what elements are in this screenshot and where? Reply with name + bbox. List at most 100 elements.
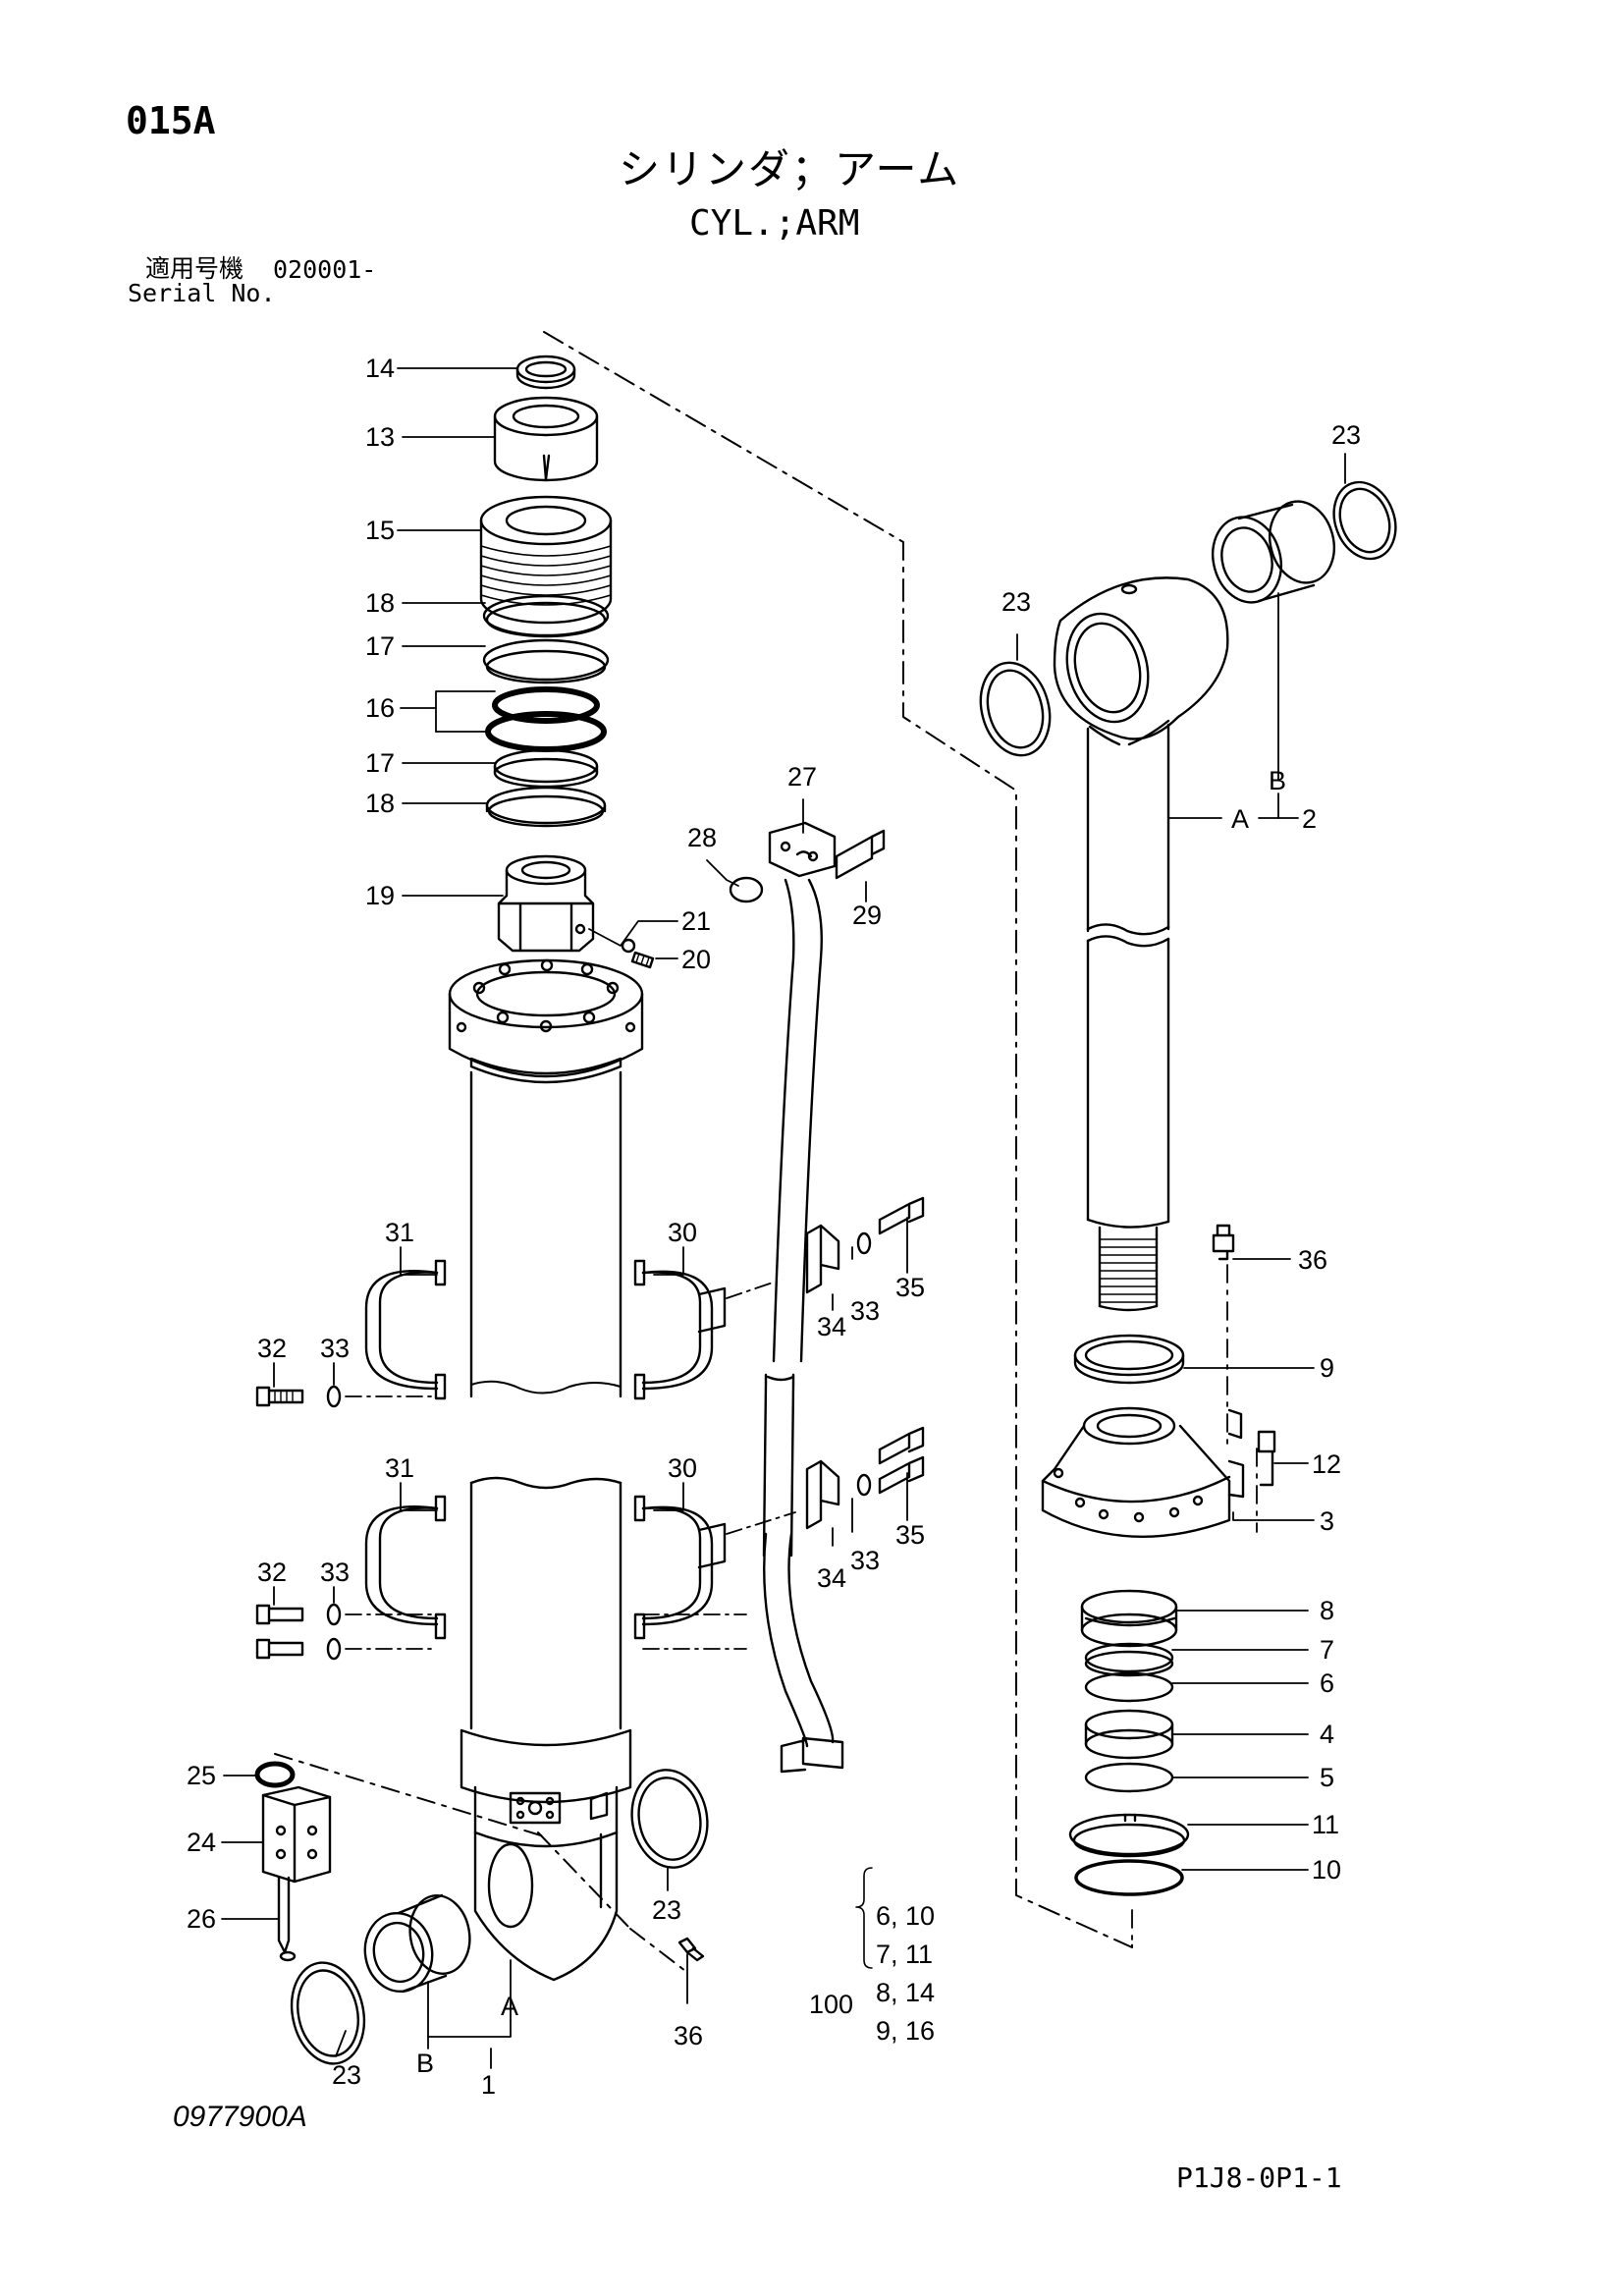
page-code: 015A xyxy=(126,99,216,142)
leader-lines xyxy=(221,367,1346,2069)
grease-fitting-36-right xyxy=(1212,1224,1235,1261)
title-japanese: シリンダ；アーム xyxy=(619,146,961,192)
washers-33-lower xyxy=(326,1603,342,1661)
dust-seal-14 xyxy=(515,355,576,390)
cylinder-head-15 xyxy=(479,495,613,625)
bolts-32-lower xyxy=(255,1604,304,1660)
seal-16 xyxy=(485,686,607,752)
bushing-right xyxy=(1212,500,1335,604)
clamp-band-30-lower xyxy=(633,1495,727,1640)
clamp-band-31-lower xyxy=(364,1495,447,1640)
oring-23-top-right xyxy=(1332,480,1397,561)
callout-35-upper: 35 xyxy=(895,1273,925,1302)
kit-row-4: 9, 16 xyxy=(876,2016,935,2046)
callout-1: 1 xyxy=(481,2070,496,2100)
callout-7: 7 xyxy=(1320,1635,1334,1665)
callout-24: 24 xyxy=(187,1828,216,1857)
callout-23-top-right: 23 xyxy=(1331,420,1361,450)
ring-17-upper xyxy=(482,638,610,684)
clamp-band-31-upper xyxy=(364,1259,447,1400)
callout-29: 29 xyxy=(852,901,882,930)
bolts-35 xyxy=(878,1196,925,1495)
callout-23-rod-left: 23 xyxy=(1001,587,1031,617)
callout-16: 16 xyxy=(365,693,395,723)
callout-28: 28 xyxy=(687,823,717,852)
ring-7 xyxy=(1084,1642,1174,1677)
callout-19: 19 xyxy=(365,881,395,910)
ring-9 xyxy=(1073,1334,1185,1385)
callout-36-right: 36 xyxy=(1298,1245,1327,1275)
rod-group-boundary xyxy=(543,331,1133,1948)
ring-18-upper xyxy=(482,594,610,638)
block-24 xyxy=(261,1785,332,1884)
callout-33-pipe-upper: 33 xyxy=(850,1296,880,1326)
callout-33-lower: 33 xyxy=(320,1558,350,1587)
ball-21 xyxy=(621,938,636,954)
callout-18-upper: 18 xyxy=(365,588,395,618)
callout-18-lower: 18 xyxy=(365,789,395,818)
callout-13: 13 xyxy=(365,422,395,452)
bolt-12 xyxy=(1257,1430,1276,1487)
serial-label-english: Serial No. xyxy=(128,279,276,307)
callout-32-upper: 32 xyxy=(257,1334,287,1363)
callout-3: 3 xyxy=(1320,1506,1334,1536)
rod-eye-2 xyxy=(1053,576,1229,1312)
seal-13 xyxy=(493,396,599,482)
page-reference: P1J8-0P1-1 xyxy=(1176,2161,1342,2194)
bolt-26 xyxy=(277,1876,297,1962)
callout-36-left: 36 xyxy=(674,2021,703,2050)
callout-12: 12 xyxy=(1312,1449,1341,1479)
callout-25: 25 xyxy=(187,1761,216,1790)
callout-17-upper: 17 xyxy=(365,631,395,661)
set-screw-20 xyxy=(630,951,655,969)
callout-33-upper: 33 xyxy=(320,1334,350,1363)
ring-18-lower xyxy=(485,786,607,828)
callout-30-lower: 30 xyxy=(668,1453,697,1483)
port-block-boundary xyxy=(274,1753,690,1975)
callout-B-right: B xyxy=(1269,766,1286,795)
cylinder-tube-upper xyxy=(448,958,644,1398)
callout-15: 15 xyxy=(365,516,395,545)
seal-8 xyxy=(1080,1589,1178,1648)
nut-19 xyxy=(497,854,595,953)
callout-A-left: A xyxy=(501,1992,518,2021)
callout-11: 11 xyxy=(1312,1810,1339,1839)
pipe-27 xyxy=(762,821,844,1774)
drawing-number: 0977900A xyxy=(173,2101,307,2133)
callout-21: 21 xyxy=(681,906,711,936)
bolt-29 xyxy=(835,829,886,880)
callout-8: 8 xyxy=(1320,1596,1334,1625)
callout-31-upper: 31 xyxy=(385,1218,414,1247)
callout-20: 20 xyxy=(681,945,711,974)
callout-23-middle: 23 xyxy=(652,1895,681,1925)
ring-11 xyxy=(1068,1813,1190,1858)
oring-23-mid xyxy=(630,1769,709,1869)
callout-labels: 14 13 15 18 17 16 17 18 19 21 20 27 28 2… xyxy=(187,354,1361,2100)
kit-row-1: 6, 10 xyxy=(876,1901,935,1931)
oring-25 xyxy=(254,1761,296,1788)
clamp-centerlines-lower xyxy=(345,1511,796,1650)
callout-5: 5 xyxy=(1320,1763,1334,1792)
callout-A-right: A xyxy=(1231,804,1249,834)
ring-5 xyxy=(1084,1762,1174,1793)
grease-fitting-36-left xyxy=(677,1937,705,1962)
callout-9: 9 xyxy=(1320,1353,1334,1383)
oring-23-left-lower xyxy=(290,1961,366,2065)
bolt-32-upper xyxy=(255,1386,304,1407)
serial-number: 020001- xyxy=(273,255,377,284)
washer-33-upper xyxy=(326,1385,342,1408)
callout-2: 2 xyxy=(1302,804,1317,834)
callout-31-lower: 31 xyxy=(385,1453,414,1483)
callout-17-lower: 17 xyxy=(365,748,395,778)
callout-33-pipe-lower: 33 xyxy=(850,1546,880,1575)
rod-cover-3 xyxy=(1041,1406,1245,1538)
callout-34-lower: 34 xyxy=(817,1563,846,1593)
title-english: CYL.;ARM xyxy=(689,203,860,244)
ring-17-lower xyxy=(493,748,599,789)
callout-35-lower: 35 xyxy=(895,1520,925,1550)
callout-23-lower-left: 23 xyxy=(332,2060,361,2090)
clamp-centerlines-upper xyxy=(345,1281,777,1397)
callout-32-lower: 32 xyxy=(257,1558,287,1587)
brackets-34 xyxy=(805,1224,840,1530)
